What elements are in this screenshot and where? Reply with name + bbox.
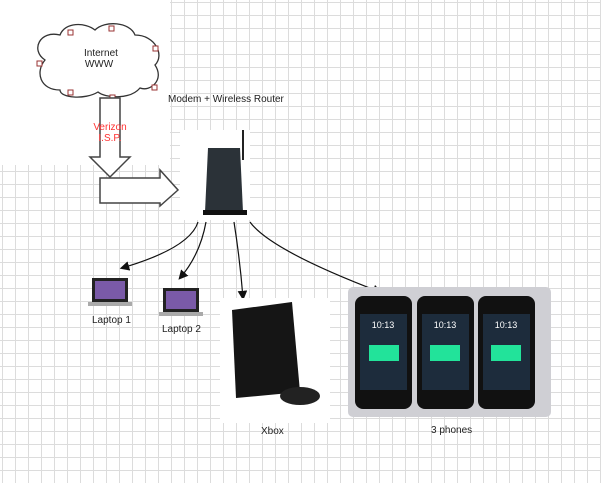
isp-right-arrow bbox=[99, 168, 180, 208]
internet-cloud[interactable] bbox=[36, 23, 160, 101]
laptop1-image bbox=[88, 278, 132, 306]
laptop2-image bbox=[159, 288, 203, 316]
router-label: Modem + Wireless Router bbox=[168, 94, 284, 105]
cloud-line1: Internet bbox=[84, 48, 118, 59]
phones-image: 10:13 10:13 10:13 bbox=[348, 287, 551, 417]
isp-down-arrow bbox=[88, 97, 132, 179]
cloud-label: Internet WWW bbox=[84, 48, 118, 70]
link-laptop2 bbox=[178, 221, 207, 280]
cloud-line2: WWW bbox=[84, 59, 114, 70]
phone1-time: 10:13 bbox=[372, 320, 395, 330]
laptop1-label: Laptop 1 bbox=[92, 315, 131, 326]
isp-line2: I.S.P. bbox=[98, 133, 122, 144]
laptop2-label: Laptop 2 bbox=[162, 324, 201, 335]
phone3-time: 10:13 bbox=[495, 320, 518, 330]
phone2-time: 10:13 bbox=[434, 320, 457, 330]
router-image bbox=[180, 130, 250, 220]
link-phones bbox=[249, 221, 383, 294]
isp-label: Verizon I.S.P. bbox=[92, 122, 128, 144]
xbox-label: Xbox bbox=[261, 426, 284, 437]
isp-line1: Verizon bbox=[93, 122, 127, 133]
phones-label: 3 phones bbox=[431, 425, 473, 436]
link-laptop1 bbox=[119, 221, 199, 271]
xbox-image bbox=[220, 298, 330, 423]
link-xbox bbox=[233, 221, 248, 301]
